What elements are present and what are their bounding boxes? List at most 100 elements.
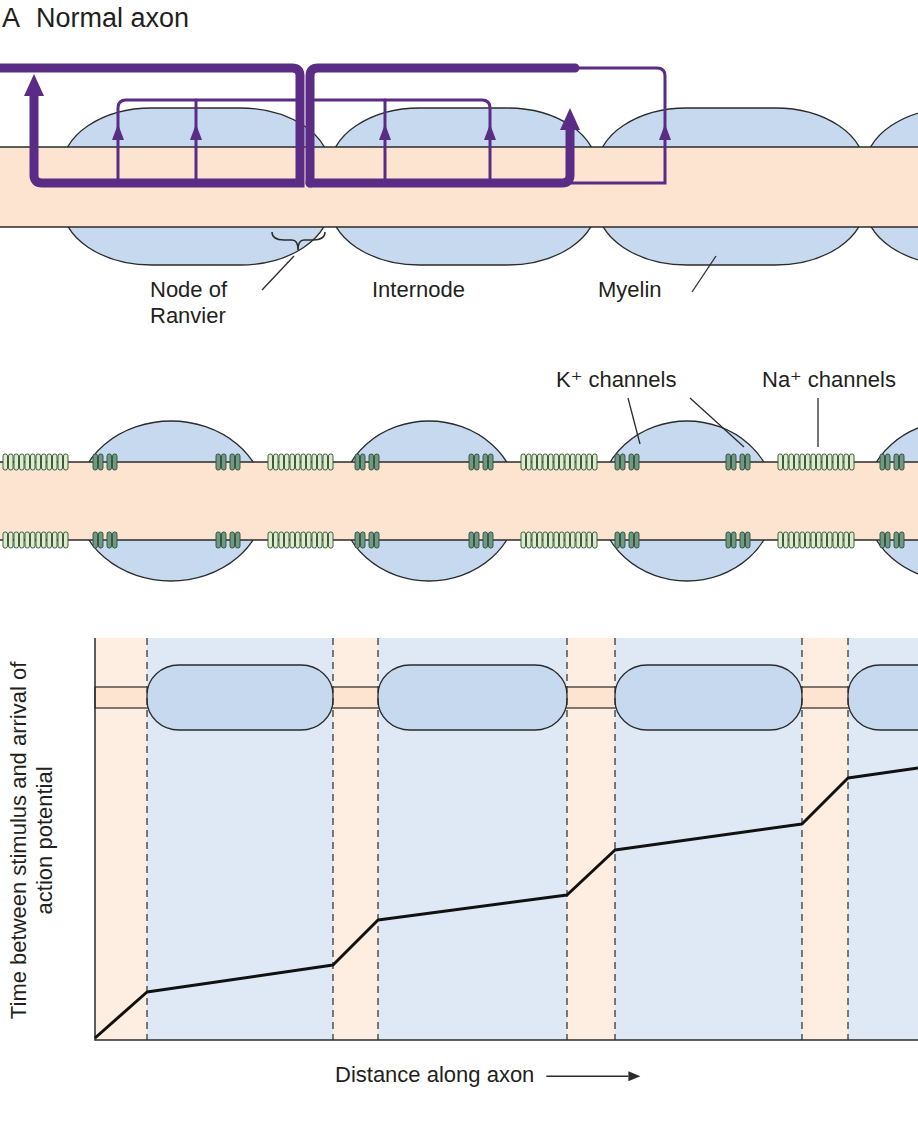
channel-subunit [53, 454, 58, 470]
k-channel [483, 532, 493, 548]
k-channel [93, 532, 103, 548]
channel-subunit [296, 454, 301, 470]
channel-subunit [14, 532, 19, 548]
channel-subunit [621, 532, 626, 548]
na-channel [554, 454, 564, 470]
channel-subunit [475, 532, 480, 548]
channel-subunit [822, 454, 827, 470]
channel-subunit [806, 532, 811, 548]
leader-line [628, 398, 818, 447]
channel-subunit [216, 532, 221, 548]
k-channel [629, 454, 639, 470]
k-channel [483, 454, 493, 470]
channel-subunit [789, 454, 794, 470]
channel-subunit [25, 454, 30, 470]
k-channel [740, 532, 750, 548]
channel-subunit [795, 454, 800, 470]
channel-subunit [285, 532, 290, 548]
k-channel [216, 532, 226, 548]
channel-subunit [844, 532, 849, 548]
channel-subunit [587, 532, 592, 548]
na-channel [279, 532, 289, 548]
channel-subunit [615, 454, 620, 470]
na-channel [833, 532, 843, 548]
channel-subunit [635, 532, 640, 548]
channel-subunit [375, 532, 380, 548]
channel-subunit [795, 532, 800, 548]
channel-subunit [268, 532, 273, 548]
na-channel [36, 532, 46, 548]
channel-subunit [222, 454, 227, 470]
channel-subunit [543, 454, 548, 470]
k-channel [107, 454, 117, 470]
channel-subunit [571, 532, 576, 548]
na-channel [58, 454, 68, 470]
channel-subunit [236, 454, 241, 470]
na-channel [268, 454, 278, 470]
channel-subunit [621, 454, 626, 470]
k-channel [615, 454, 625, 470]
channel-subunit [318, 532, 323, 548]
na-channel [778, 532, 788, 548]
channel-subunit [20, 532, 25, 548]
channel-subunit [312, 532, 317, 548]
channel-subunit [886, 532, 891, 548]
channel-subunit [64, 532, 69, 548]
channel-subunit [369, 532, 374, 548]
na-channel [532, 454, 542, 470]
ion-channels [3, 454, 904, 548]
channel-subunit [527, 454, 532, 470]
channel-subunit [800, 454, 805, 470]
na-channel [521, 532, 531, 548]
channel-subunit [811, 454, 816, 470]
na-channel [301, 532, 311, 548]
channel-subunit [615, 532, 620, 548]
na-channel [844, 532, 854, 548]
channel-subunit [216, 454, 221, 470]
channel-subunit [549, 454, 554, 470]
channel-subunit [521, 532, 526, 548]
gridline [147, 638, 848, 1040]
channel-subunit [576, 532, 581, 548]
channel-subunit [47, 532, 52, 548]
na-channel [14, 454, 24, 470]
membrane [0, 226, 918, 228]
channel-subunit [475, 454, 480, 470]
channel-subunit [3, 532, 8, 548]
channel-subunit [355, 454, 360, 470]
channel-subunit [47, 454, 52, 470]
channel-subunit [565, 454, 570, 470]
channel-subunit [489, 454, 494, 470]
data-line [95, 768, 918, 1038]
channel-subunit [483, 454, 488, 470]
channel-subunit [746, 454, 751, 470]
channel-subunit [93, 532, 98, 548]
channel-subunit [582, 532, 587, 548]
channel-subunit [593, 454, 598, 470]
na-channel [323, 454, 333, 470]
k-channel [894, 532, 904, 548]
part-label: Myelin [598, 277, 662, 303]
channel-subunit [42, 532, 47, 548]
na-channel [789, 454, 799, 470]
channel-subunit [64, 454, 69, 470]
na-channel [25, 532, 35, 548]
na-channel [565, 454, 575, 470]
channel-subunit [894, 532, 899, 548]
k-channel [880, 454, 890, 470]
na-channel [833, 454, 843, 470]
channel-subunit [42, 454, 47, 470]
k-channel [355, 454, 365, 470]
channel-subunit [732, 532, 737, 548]
k-channel [469, 454, 479, 470]
channel-subunit [527, 532, 532, 548]
channel-subunit [538, 532, 543, 548]
channel-subunit [329, 532, 334, 548]
channel-subunit [844, 454, 849, 470]
channel-subunit [307, 532, 312, 548]
channel-subunit [230, 532, 235, 548]
channel-subunit [811, 532, 816, 548]
channel-subunit [587, 454, 592, 470]
na-channel [47, 454, 57, 470]
arrowhead [24, 74, 671, 140]
